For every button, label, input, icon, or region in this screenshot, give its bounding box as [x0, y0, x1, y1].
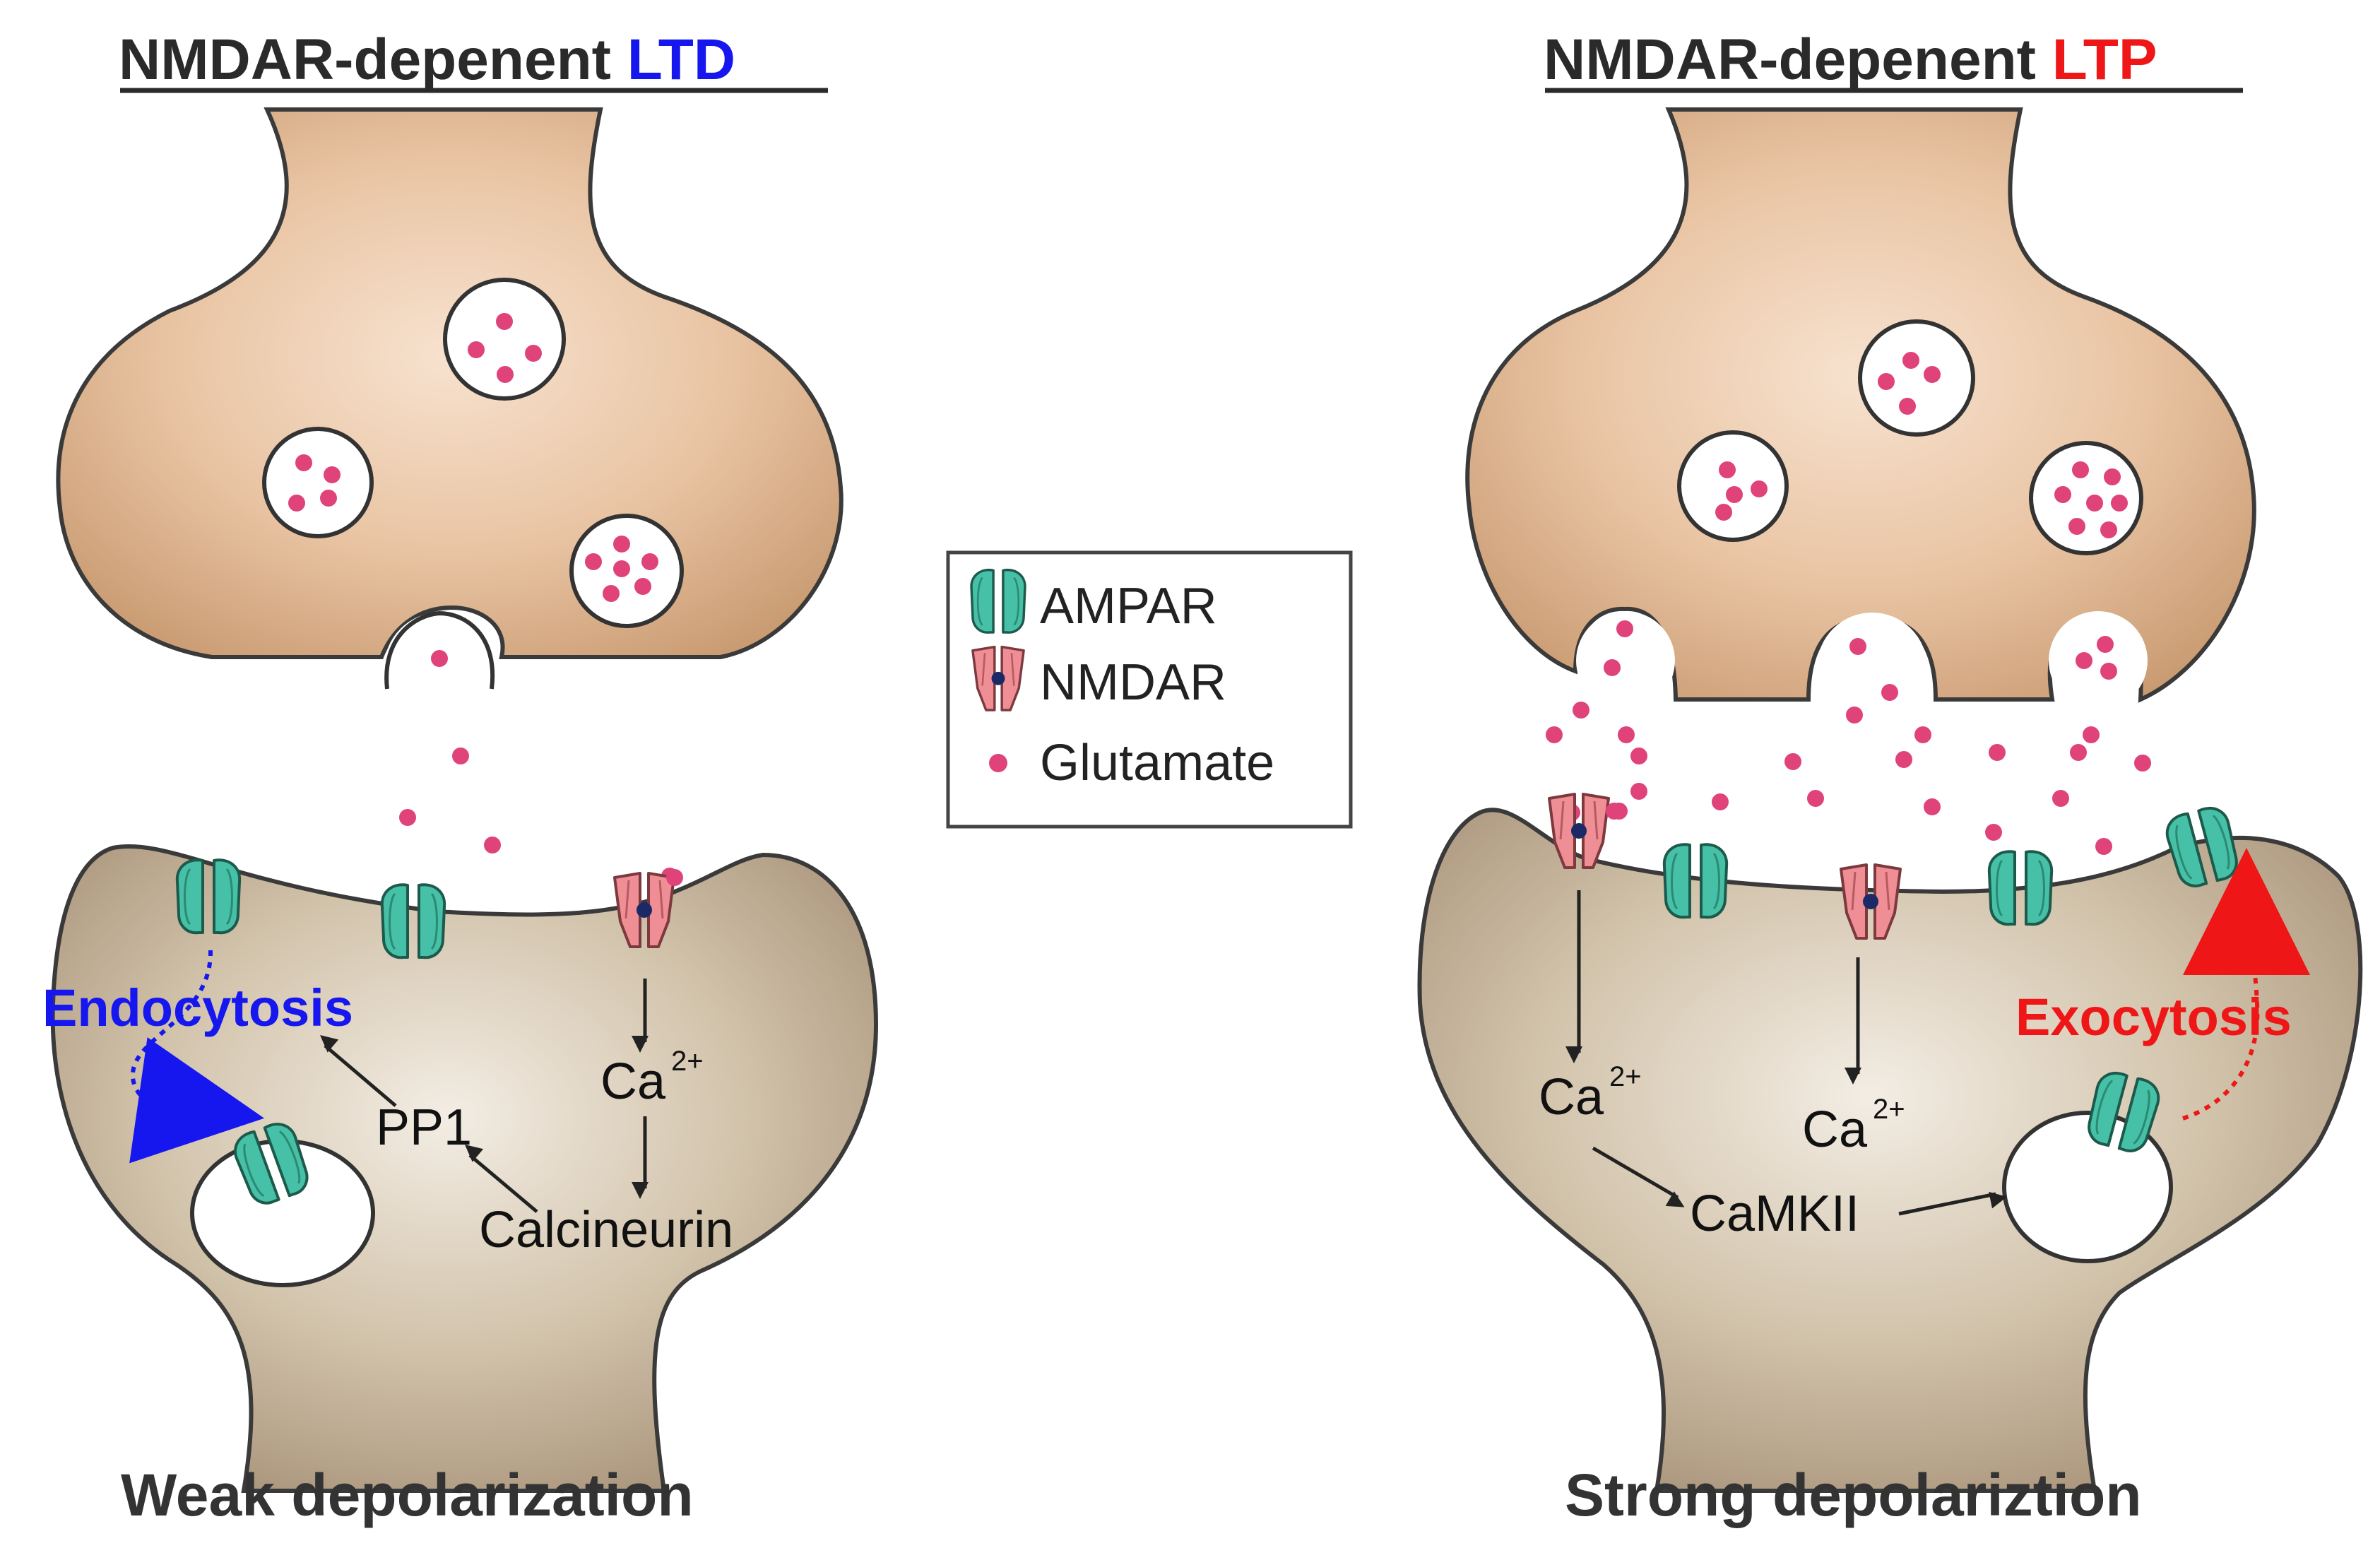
endocytosis-arrow	[129, 950, 265, 1164]
endocytosis-label: Endocytosis	[42, 979, 353, 1037]
ltp-vesicle	[1677, 430, 1789, 542]
camkii-label: CaMKII	[1690, 1186, 1859, 1242]
ltp-panel: NMDAR-depenent LTP	[1417, 28, 2363, 1528]
ltd-title: NMDAR-depenent LTD	[119, 28, 735, 92]
calcineurin-label: Calcineurin	[479, 1202, 733, 1258]
ltp-fusing-vesicle	[1576, 611, 1675, 710]
ltp-presynaptic-terminal	[1465, 107, 2256, 703]
pp1-to-endocytosis-arrow	[320, 1034, 397, 1107]
exocytosis-label: Exocytosis	[2015, 988, 2292, 1046]
ltp-fusing-vesicle	[2049, 611, 2148, 710]
exocytosis-arrow	[2182, 848, 2311, 1121]
ltp-ca-superscript-right: 2+	[1873, 1094, 1905, 1125]
pp1-label: PP1	[376, 1099, 472, 1156]
ltd-caption: Weak depolarization	[121, 1462, 694, 1528]
ltp-fusing-vesicle	[1817, 613, 1927, 723]
legend-nmdar-label: NMDAR	[1040, 654, 1226, 711]
ltd-vesicle	[262, 427, 374, 538]
ltp-cleft-glutamate	[1546, 702, 2151, 855]
ca-to-camkii-arrow	[1592, 1146, 1685, 1207]
ltd-presynaptic-terminal	[56, 107, 843, 659]
legend-glutamate-label: Glutamate	[1040, 735, 1274, 791]
legend-glutamate-icon	[989, 754, 1007, 772]
ltp-title: NMDAR-depenent LTP	[1544, 28, 2157, 92]
glutamate-dot	[431, 650, 448, 667]
ltp-caption: Strong depolariztion	[1565, 1462, 2142, 1528]
ltd-fusing-vesicle	[384, 613, 495, 723]
glutamate-dot	[1606, 803, 1623, 820]
glutamate-dot	[666, 869, 683, 886]
legend: AMPAR NMDAR Glutamate	[946, 550, 1353, 829]
camkii-to-vesicle-arrow	[1898, 1191, 2008, 1216]
ltp-ca-label-right: Ca	[1802, 1101, 1868, 1158]
ltd-vesicle	[569, 514, 684, 628]
legend-ampar-label: AMPAR	[1040, 578, 1217, 634]
ltd-ca-superscript: 2+	[671, 1046, 704, 1077]
ltd-ca-label: Ca	[600, 1053, 666, 1110]
ltp-vesicle	[2029, 441, 2143, 555]
ltd-postsynaptic-spine	[50, 844, 879, 1493]
ltp-ca-superscript-left: 2+	[1609, 1061, 1642, 1092]
ltd-vesicle	[443, 278, 566, 401]
ltp-ca-label-left: Ca	[1539, 1069, 1604, 1125]
ltp-vesicle	[1858, 319, 1975, 437]
ltd-panel: NMDAR-depenent LTD	[42, 28, 879, 1528]
ltd-cleft-glutamate	[399, 748, 678, 885]
calcineurin-to-pp1-arrow	[465, 1144, 538, 1213]
